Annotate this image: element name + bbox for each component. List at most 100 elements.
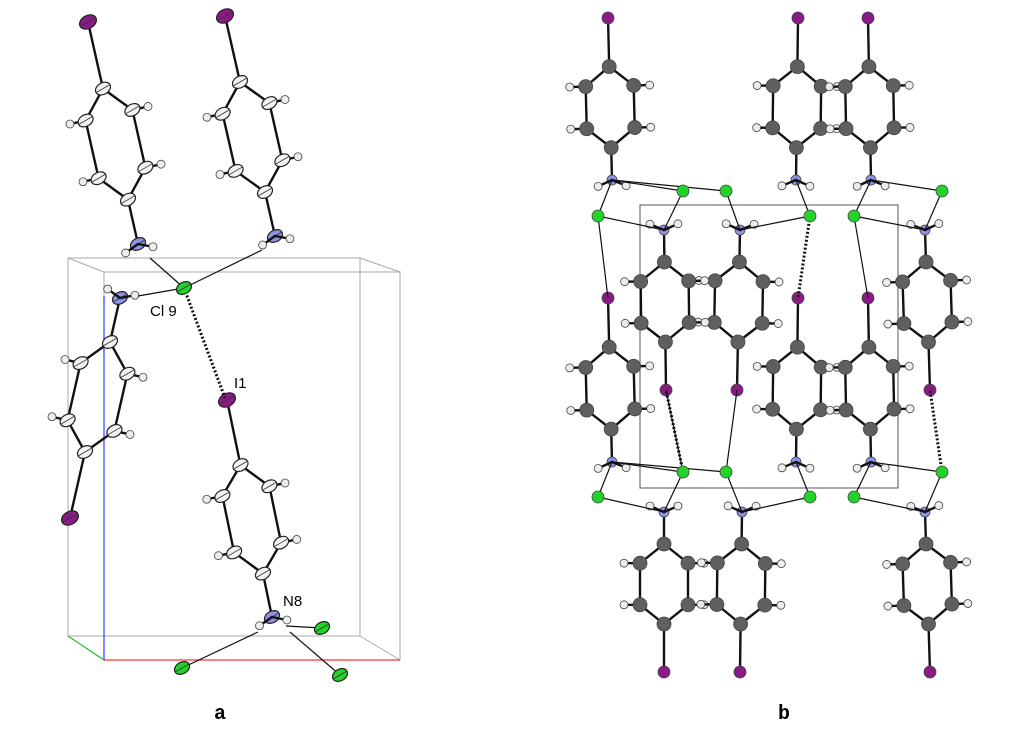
- carbon-atom: [921, 616, 936, 632]
- carbon-atom-axis: [273, 538, 289, 548]
- ring-bond: [131, 108, 147, 169]
- bond: [223, 14, 242, 84]
- bond: [735, 340, 740, 392]
- ring-bond: [113, 372, 129, 433]
- ring-bond: [66, 361, 82, 422]
- carbon-atom-axis: [262, 98, 277, 108]
- carbon-atom: [632, 597, 648, 613]
- bond: [126, 198, 140, 246]
- carbon-atom: [838, 402, 854, 418]
- hydrogen-atom: [646, 122, 656, 132]
- carbon-atom-axis: [60, 415, 75, 425]
- carbon-atom: [944, 314, 960, 330]
- bond: [866, 16, 871, 68]
- hydrogen-atom: [904, 361, 914, 371]
- carbon-atom: [733, 616, 748, 632]
- halogen-bond: [796, 215, 812, 299]
- hydrogen-atom: [202, 494, 212, 504]
- hydrogen-atom: [752, 404, 762, 414]
- hydrogen-atom: [103, 284, 113, 294]
- carbon-atom: [681, 273, 697, 289]
- hydrogen-atom: [824, 82, 834, 92]
- carbon-atom: [656, 616, 672, 632]
- hydrogen-bond: [725, 190, 741, 231]
- carbon-atom: [730, 334, 746, 350]
- atom-label-cl9: Cl 9: [150, 303, 177, 320]
- carbon-atom: [626, 358, 642, 374]
- bond: [927, 622, 932, 674]
- hydrogen-atom: [963, 599, 973, 608]
- hydrogen-atom: [645, 361, 655, 371]
- halogen-bond: [928, 389, 944, 473]
- hydrogen-atom: [255, 621, 264, 631]
- ring-bond: [221, 112, 237, 173]
- carbon-atom: [632, 555, 648, 571]
- molecule-a: [47, 8, 349, 682]
- hydrogen-atom: [148, 242, 158, 252]
- hydrogen-bond: [725, 389, 738, 473]
- carbon-atom: [633, 315, 649, 331]
- chlorine-atom: [935, 184, 949, 198]
- unit-cell-a: [67, 257, 401, 661]
- hydrogen-atom: [566, 124, 576, 134]
- chlorine-atom: [803, 209, 817, 223]
- carbon-atom: [578, 360, 594, 375]
- carbon-atom: [944, 596, 960, 612]
- hydrogen-atom: [962, 275, 971, 285]
- carbon-atom-axis: [73, 358, 88, 368]
- carbon-atom: [579, 402, 595, 418]
- hydrogen-atom: [696, 558, 706, 568]
- hydrogen-atom: [882, 278, 892, 287]
- bond: [606, 16, 611, 68]
- hydrogen-atom: [673, 501, 683, 511]
- carbon-atom-axis: [215, 109, 230, 119]
- unit-cell-b: [639, 204, 899, 489]
- hydrogen-atom: [752, 81, 762, 90]
- hydrogen-atom: [774, 277, 784, 287]
- hydrogen-atom: [282, 615, 292, 625]
- bond: [606, 296, 611, 349]
- chlorine-atom-cl9-axis: [176, 283, 192, 293]
- carbon-atom: [837, 359, 853, 375]
- hydrogen-atom: [47, 412, 57, 422]
- carbon-atom: [886, 120, 902, 136]
- chlorine-atom: [676, 465, 690, 479]
- hydrogen-atom: [593, 181, 603, 191]
- hydrogen-atom: [214, 551, 223, 561]
- chlorine-atom-axis: [174, 663, 190, 673]
- hydrogen-bond: [739, 215, 811, 231]
- chlorine-atom-axis: [332, 670, 348, 680]
- bond: [225, 398, 242, 467]
- carbon-atom-axis: [125, 105, 140, 115]
- carbon-atom: [895, 274, 911, 290]
- carbon-atom: [657, 254, 672, 270]
- carbon-atom-axis: [257, 187, 273, 197]
- carbon-atom: [680, 597, 696, 613]
- carbon-atom: [765, 401, 781, 417]
- hydrogen-atom: [752, 123, 762, 133]
- hydrogen-bond: [611, 461, 684, 473]
- hydrogen-atom: [934, 501, 944, 510]
- hydrogen-atom: [645, 80, 655, 90]
- ring-bond: [221, 494, 236, 554]
- carbon-atom-axis: [120, 369, 135, 379]
- hydrogen-bond: [853, 496, 926, 513]
- iodine-atom-axis: [62, 513, 78, 523]
- bond: [796, 16, 800, 68]
- hydrogen-bond: [853, 215, 869, 299]
- hydrogen-atom: [852, 463, 862, 473]
- hydrogen-atom: [700, 276, 710, 286]
- hydrogen-atom: [752, 361, 762, 371]
- bond: [261, 572, 274, 619]
- carbon-atom: [707, 273, 723, 289]
- hydrogen-bond: [741, 496, 811, 513]
- bond: [664, 340, 668, 392]
- carbon-atom: [680, 555, 696, 571]
- carbon-atom-axis: [107, 426, 122, 436]
- hydrogen-atom: [824, 363, 834, 373]
- carbon-atom: [863, 140, 878, 156]
- hydrogen-atom: [566, 406, 576, 415]
- hydrogen-atom: [619, 558, 629, 568]
- carbon-atom: [601, 59, 617, 74]
- bond: [108, 296, 122, 344]
